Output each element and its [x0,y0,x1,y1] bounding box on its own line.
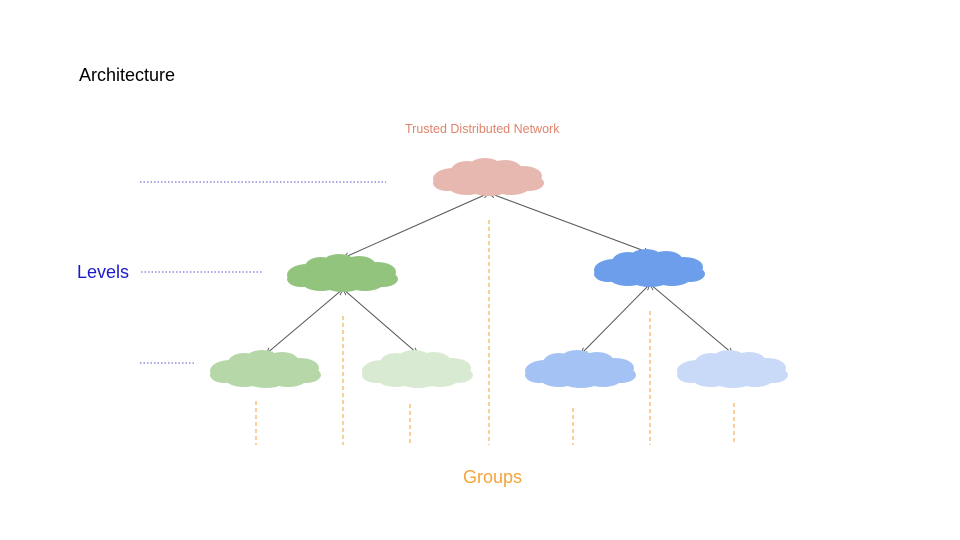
leaf-cloud-2 [362,350,473,388]
groups-label: Groups [463,467,523,487]
levels-label: Levels [77,262,130,282]
level2-right-cloud [594,249,705,287]
slide-title: Architecture [79,65,176,85]
root-cloud [433,158,544,196]
level2-left-cloud [287,254,398,292]
network-label: Trusted Distributed Network [405,122,560,136]
arrow-root-cloud-to-level2-right-cloud [489,193,650,253]
arrow-root-cloud-to-level2-left-cloud [343,192,489,259]
arrow-level2-right-cloud-to-leaf-cloud-4 [650,284,733,354]
arrow-level2-right-cloud-to-leaf-cloud-3 [581,284,650,354]
leaf-cloud-1 [210,350,321,388]
leaf-cloud-4 [677,350,788,388]
arrow-level2-left-cloud-to-leaf-cloud-2 [343,289,418,354]
leaf-cloud-3 [525,350,636,388]
arrow-level2-left-cloud-to-leaf-cloud-1 [266,289,343,354]
